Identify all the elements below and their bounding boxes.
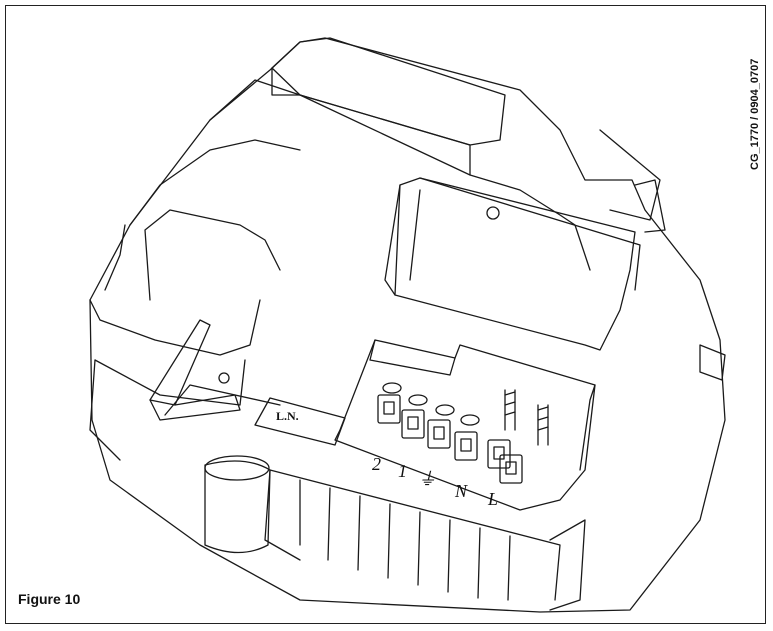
upper-body xyxy=(209,79,591,271)
terminal-markings: 2 1 ⏚ N L xyxy=(372,454,498,509)
screw-hole xyxy=(486,206,500,220)
figure-frame xyxy=(5,5,766,624)
base-fins xyxy=(264,469,561,601)
terminal-compartment xyxy=(334,339,596,511)
ln-label-text: L.N. xyxy=(276,409,299,423)
marking-L: L xyxy=(487,489,498,509)
left-side-panel xyxy=(89,299,261,356)
top-lid xyxy=(271,37,506,146)
marking-N: N xyxy=(454,481,468,501)
marking-1: 1 xyxy=(398,461,407,481)
housing-outline xyxy=(89,37,726,613)
figure-caption: Figure 10 xyxy=(18,591,81,607)
cable-clamp xyxy=(149,319,211,406)
marking-2: 2 xyxy=(372,454,381,474)
ln-label-plate xyxy=(254,397,346,446)
marking-earth: ⏚ xyxy=(418,469,436,489)
terminal-screws xyxy=(377,382,549,484)
right-bracket xyxy=(699,344,726,381)
cover-box xyxy=(394,177,636,351)
cylinder xyxy=(204,460,271,554)
drawing-code: CG_1770 / 0904_0707 xyxy=(749,58,761,170)
